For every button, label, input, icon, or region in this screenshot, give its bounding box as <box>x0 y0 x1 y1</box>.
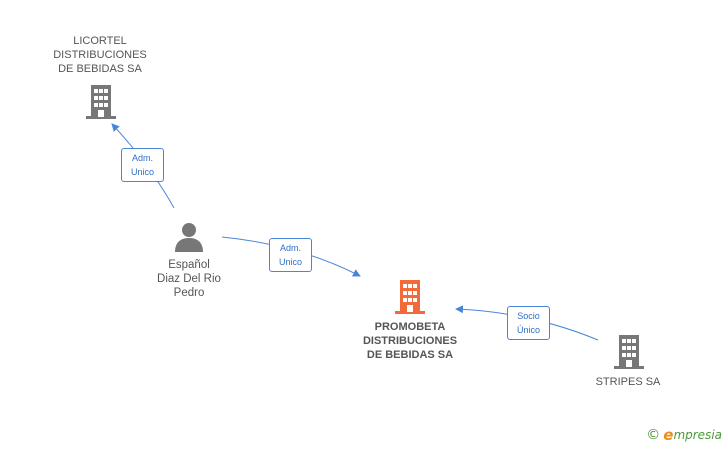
node-person-label[interactable]: Español Diaz Del Rio Pedro <box>157 259 221 299</box>
copyright-symbol: © <box>646 427 661 443</box>
building-icon[interactable] <box>86 85 116 119</box>
edge-label-adm-unico-licortel[interactable]: Adm. Unico <box>121 148 164 182</box>
node-stripes-label[interactable]: STRIPES SA <box>595 376 661 388</box>
edge-label-adm-unico-promobeta[interactable]: Adm. Unico <box>269 238 312 272</box>
building-icon[interactable] <box>614 335 644 369</box>
node-licortel-label[interactable]: LICORTEL DISTRIBUCIONES DE BEBIDAS SA <box>53 35 147 75</box>
node-promobeta-label[interactable]: PROMOBETA DISTRIBUCIONES DE BEBIDAS SA <box>362 321 458 361</box>
brand-name: mpresia <box>673 428 722 442</box>
building-icon[interactable] <box>395 280 425 314</box>
person-icon[interactable] <box>174 222 204 252</box>
edge-label-socio-unico[interactable]: Socio Único <box>507 306 550 340</box>
brand-initial: e <box>663 426 674 444</box>
